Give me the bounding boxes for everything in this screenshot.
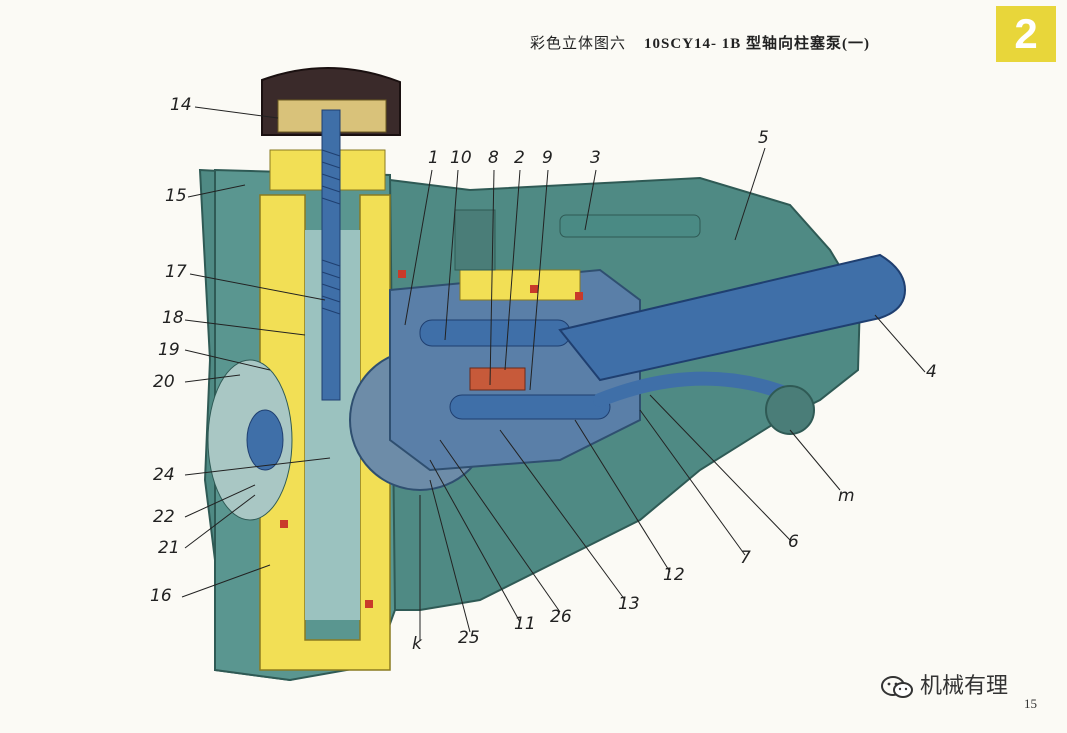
label-20: 20 xyxy=(153,372,175,392)
label-m: m xyxy=(838,486,855,506)
label-16: 16 xyxy=(150,586,172,606)
page-number: 15 xyxy=(1024,696,1037,711)
plunger-upper xyxy=(419,319,571,347)
cylinder-yellow-band xyxy=(459,269,581,301)
watermark: 机械有理 xyxy=(880,668,1008,700)
plunger-lower xyxy=(449,394,611,420)
pipe-coupling xyxy=(765,385,815,435)
chapter-badge: 2 xyxy=(996,6,1056,62)
label-26: 26 xyxy=(550,607,572,627)
label-19: 19 xyxy=(158,340,180,360)
label-15: 15 xyxy=(165,186,187,206)
adjusting-screw xyxy=(321,109,341,401)
port-fitting xyxy=(454,209,496,271)
watermark-text: 机械有理 xyxy=(920,674,1009,699)
label-22: 22 xyxy=(153,507,175,527)
leader-lines xyxy=(181,106,926,640)
drive-shaft xyxy=(558,253,907,382)
label-7: 7 xyxy=(740,548,751,568)
model-title: 10SCY14- 1B 型轴向柱塞泵(一) xyxy=(644,36,871,52)
screw-threads xyxy=(321,149,341,315)
label-14: 14 xyxy=(170,95,192,115)
label-21: 21 xyxy=(158,538,180,558)
housing-bolt xyxy=(559,214,701,238)
disc-hub xyxy=(246,409,284,471)
label-13: 13 xyxy=(618,594,640,614)
page-title: 彩色立体图六 10SCY14- 1B 型轴向柱塞泵(一) xyxy=(530,32,870,53)
label-17: 17 xyxy=(165,262,187,282)
label-k: k xyxy=(412,634,422,654)
inner-bore xyxy=(305,230,360,620)
label-24: 24 xyxy=(153,465,175,485)
label-1: 1 xyxy=(428,148,439,168)
caption: 彩色立体图六 xyxy=(530,34,627,52)
label-12: 12 xyxy=(663,565,685,585)
label-25: 25 xyxy=(458,628,480,648)
label-5: 5 xyxy=(758,128,769,148)
label-10: 10 xyxy=(450,148,472,168)
label-18: 18 xyxy=(162,308,184,328)
label-2: 2 xyxy=(514,148,525,168)
return-spring xyxy=(469,367,526,391)
label-11: 11 xyxy=(514,614,536,634)
oil-pipe xyxy=(593,371,797,407)
label-8: 8 xyxy=(488,148,499,168)
seal-marks xyxy=(280,270,583,608)
label-4: 4 xyxy=(926,362,937,382)
label-9: 9 xyxy=(542,148,553,168)
label-6: 6 xyxy=(788,532,799,552)
wechat-icon xyxy=(881,676,913,698)
label-3: 3 xyxy=(590,148,601,168)
